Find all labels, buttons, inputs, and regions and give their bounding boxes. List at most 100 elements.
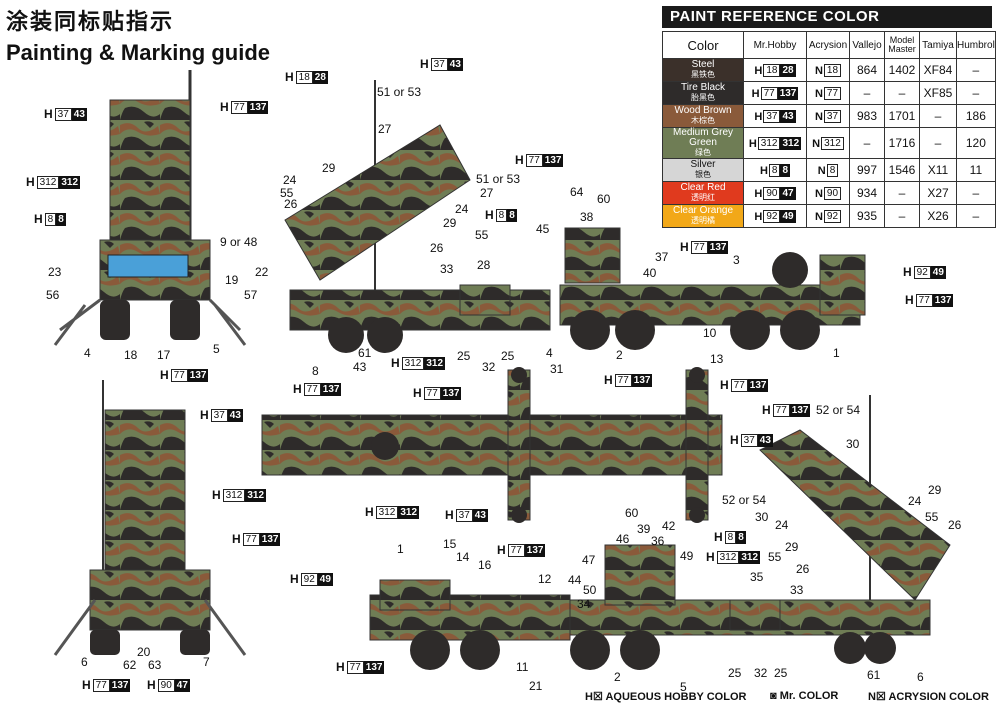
part-callout: 40 — [643, 266, 657, 280]
part-callout: 5 — [680, 680, 687, 694]
part-callout: 2 — [616, 348, 623, 362]
part-callout: 34 — [577, 597, 591, 611]
part-callout: 20 — [137, 645, 151, 659]
part-callout: 36 — [651, 534, 665, 548]
part-callout: 61 — [358, 346, 372, 360]
vallejo-cell: 997 — [849, 158, 885, 182]
part-callout: 10 — [703, 326, 717, 340]
part-callout: 24 — [908, 494, 922, 508]
vallejo-cell: 935 — [849, 204, 885, 228]
vallejo-cell: 934 — [849, 181, 885, 205]
part-callout: 29 — [322, 161, 336, 175]
part-callout: 3 — [733, 253, 740, 267]
part-callout: 24 — [283, 173, 297, 187]
part-callout: 6 — [917, 670, 924, 684]
tamiya-cell: X27 — [919, 181, 957, 205]
paint-reference-table: Color Mr.Hobby Acrysion Vallejo Model Ma… — [662, 31, 996, 228]
col-header: Tamiya — [919, 31, 957, 59]
part-callout: 26 — [284, 197, 298, 211]
legend-mr-color: ◙ Mr. COLOR — [770, 690, 839, 702]
part-callout: 15 — [443, 537, 457, 551]
part-callout: 24 — [775, 518, 789, 532]
tamiya-cell: X26 — [919, 204, 957, 228]
page-title-chinese: 涂装同标贴指示 — [6, 10, 175, 35]
part-callout: 55 — [925, 510, 939, 524]
part-callout: 25 — [457, 349, 471, 363]
part-callout: 42 — [662, 519, 676, 533]
part-callout: 32 — [754, 666, 768, 680]
rear-view-vehicle — [53, 380, 247, 656]
part-callout: 63 — [148, 658, 162, 672]
part-callout: 18 — [124, 348, 138, 362]
part-callout: 29 — [928, 483, 942, 497]
part-callout: 30 — [846, 437, 860, 451]
tamiya-cell: X11 — [919, 158, 957, 182]
part-callout: 55 — [768, 550, 782, 564]
part-callout: 25 — [728, 666, 742, 680]
part-callout: 13 — [710, 352, 724, 366]
part-callout: 1 — [397, 542, 404, 556]
part-callout: 52 or 54 — [722, 493, 767, 507]
part-callout: 17 — [157, 348, 171, 362]
humbrol-cell: – — [956, 181, 996, 205]
part-callout: 49 — [680, 549, 694, 563]
part-callout: 39 — [637, 522, 651, 536]
part-callout: 27 — [480, 186, 494, 200]
part-callout: 14 — [456, 550, 470, 564]
legend-aqueous: H☒ AQUEOUS HOBBY COLOR — [585, 691, 747, 703]
part-callout: 37 — [655, 250, 669, 264]
part-callout: 28 — [477, 258, 491, 272]
part-callout: 23 — [48, 265, 62, 279]
part-callout: 29 — [443, 216, 457, 230]
part-callout: 51 or 53 — [377, 85, 422, 99]
part-callout: 29 — [785, 540, 799, 554]
part-callout: 9 or 48 — [220, 235, 258, 249]
part-callout: 32 — [482, 360, 496, 374]
col-header: Vallejo — [849, 31, 885, 59]
part-callout: 19 — [225, 273, 239, 287]
part-callout: 26 — [796, 562, 810, 576]
col-header: Humbrol — [956, 31, 996, 59]
side-view-launcher — [284, 80, 866, 353]
tamiya-cell: XF84 — [919, 58, 957, 82]
part-callout: 22 — [255, 265, 269, 279]
part-callout: 55 — [280, 186, 294, 200]
part-callout: 5 — [213, 342, 220, 356]
part-callout: 25 — [774, 666, 788, 680]
model-master-cell: 1546 — [884, 158, 920, 182]
part-callout: 60 — [597, 192, 611, 206]
part-callout: 43 — [353, 360, 367, 374]
model-master-cell: 1716 — [884, 127, 920, 159]
